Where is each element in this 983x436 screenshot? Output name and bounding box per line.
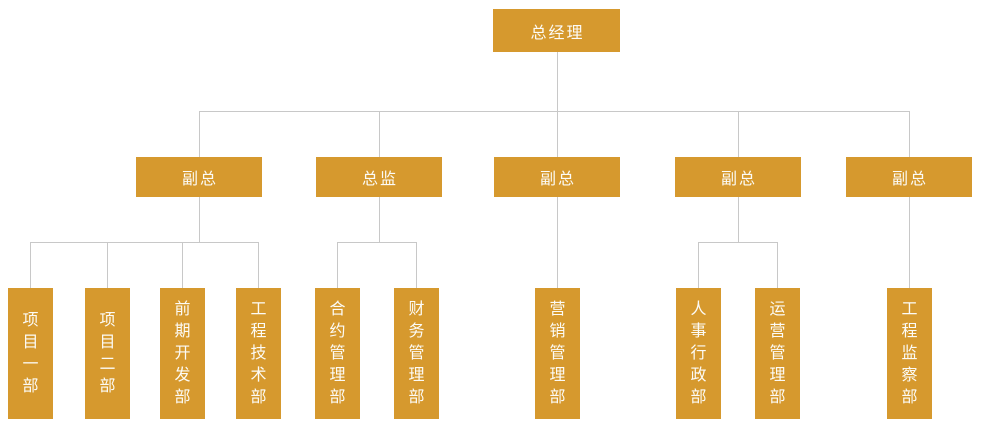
org-node-deputy-gm-3: 副总 xyxy=(675,157,801,197)
connector-branch2-rail xyxy=(337,242,417,243)
org-node-project-dept-2: 项目二部 xyxy=(85,288,130,419)
org-node-finance-management-dept: 财务管理部 xyxy=(394,288,439,419)
connector-branch4-rail xyxy=(698,242,778,243)
org-node-engineering-technology-dept: 工程技术部 xyxy=(236,288,281,419)
connector-drop-dept-6 xyxy=(416,242,417,288)
dept-label: 工程技术部 xyxy=(250,300,267,406)
connector-branch4-stem xyxy=(738,197,739,242)
org-node-deputy-gm-4: 副总 xyxy=(846,157,972,197)
dept-label: 营销管理部 xyxy=(549,300,566,406)
org-node-deputy-gm-2: 副总 xyxy=(494,157,620,197)
dept-label: 项目二部 xyxy=(99,311,116,395)
connector-drop-manager-4 xyxy=(738,111,739,157)
connector-drop-dept-8 xyxy=(698,242,699,288)
connector-drop-manager-2 xyxy=(379,111,380,157)
connector-branch1-rail xyxy=(30,242,259,243)
org-node-marketing-management-dept: 营销管理部 xyxy=(535,288,580,419)
connector-drop-dept-5 xyxy=(337,242,338,288)
connector-drop-manager-5 xyxy=(909,111,910,157)
org-node-general-manager: 总经理 xyxy=(493,9,620,52)
connector-drop-dept-9 xyxy=(777,242,778,288)
dept-label: 人事行政部 xyxy=(690,300,707,406)
org-node-project-dept-1: 项目一部 xyxy=(8,288,53,419)
dept-label: 财务管理部 xyxy=(408,300,425,406)
dept-label: 运营管理部 xyxy=(769,300,786,406)
org-node-contract-management-dept: 合约管理部 xyxy=(315,288,360,419)
dept-label: 合约管理部 xyxy=(329,300,346,406)
org-node-operations-management-dept: 运营管理部 xyxy=(755,288,800,419)
dept-label: 工程监察部 xyxy=(901,300,918,406)
org-node-director: 总监 xyxy=(316,157,442,197)
org-node-engineering-supervision-dept: 工程监察部 xyxy=(887,288,932,419)
connector-drop-dept-1 xyxy=(30,242,31,288)
org-node-hr-admin-dept: 人事行政部 xyxy=(676,288,721,419)
org-node-early-development-dept: 前期开发部 xyxy=(160,288,205,419)
dept-label: 项目一部 xyxy=(22,311,39,395)
org-node-deputy-gm-1: 副总 xyxy=(136,157,262,197)
connector-drop-dept-4 xyxy=(258,242,259,288)
connector-branch2-stem xyxy=(379,197,380,242)
connector-branch5-stem xyxy=(909,197,910,288)
connector-drop-dept-2 xyxy=(107,242,108,288)
connector-branch3-stem xyxy=(557,197,558,288)
connector-root-vertical xyxy=(557,52,558,157)
connector-level2-rail xyxy=(199,111,910,112)
connector-drop-dept-3 xyxy=(182,242,183,288)
connector-branch1-stem xyxy=(199,197,200,242)
connector-drop-manager-1 xyxy=(199,111,200,157)
dept-label: 前期开发部 xyxy=(174,300,191,406)
